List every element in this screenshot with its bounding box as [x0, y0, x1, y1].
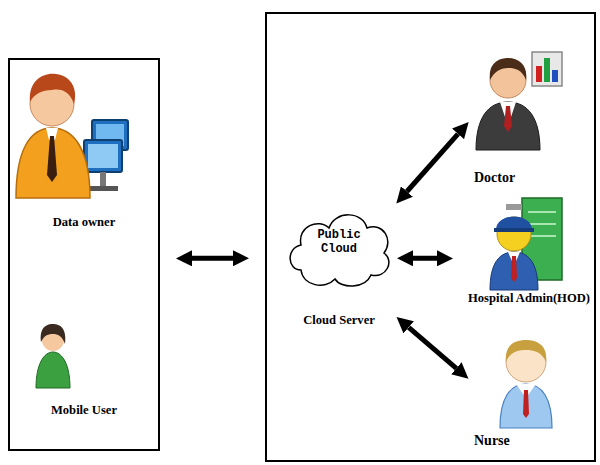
icon-part	[506, 340, 546, 362]
icon-part	[494, 228, 534, 232]
right-panel: Public CloudCloud Server DoctorHospital A…	[265, 12, 596, 462]
data-owner-icon	[16, 74, 128, 198]
icon-part	[497, 217, 531, 251]
mobile-user-icon	[36, 324, 70, 388]
actor-node: Doctor	[470, 45, 570, 190]
actor-label: Mobile User	[10, 402, 158, 418]
double-arrow	[192, 256, 233, 261]
doctor-icon	[476, 52, 562, 150]
icon-part	[544, 58, 550, 82]
hospital-admin-icon	[490, 198, 562, 290]
icon-part	[523, 390, 529, 418]
icon-part	[500, 384, 552, 428]
icon-part	[528, 223, 556, 225]
icon-part	[47, 136, 57, 182]
left-panel: Data ownerMobile User	[8, 58, 160, 451]
icon-part	[490, 252, 538, 290]
icon-part	[504, 106, 512, 132]
icon-part	[532, 52, 562, 86]
icon-part	[16, 128, 90, 198]
double-arrow	[407, 134, 458, 192]
actor-label: Data owner	[10, 214, 158, 230]
nurse-icon	[500, 340, 552, 428]
icon-part	[88, 144, 118, 168]
icon-part	[476, 102, 540, 150]
icon-part	[36, 352, 70, 388]
actor-label: Doctor	[474, 170, 515, 186]
icon-part	[506, 204, 522, 210]
icon-part	[490, 58, 527, 80]
actor-node: Mobile User	[10, 308, 158, 426]
actor-node: Data owner	[10, 68, 158, 240]
cloud-node: Public CloudCloud Server	[283, 198, 395, 338]
actor-label: Nurse	[474, 433, 510, 449]
icon-part	[528, 211, 556, 213]
icon-part	[511, 256, 517, 282]
cloud-text: Public Cloud	[309, 228, 369, 256]
icon-part	[90, 186, 118, 191]
double-arrow	[409, 327, 457, 368]
actor-node: Hospital Admin(HOD)	[455, 190, 592, 310]
icon-part	[536, 66, 542, 82]
actor-label: Hospital Admin(HOD)	[468, 290, 590, 306]
icon-part	[528, 235, 556, 237]
icon-part	[84, 140, 122, 172]
icon-part	[552, 70, 558, 82]
double-arrow	[413, 256, 437, 261]
actor-node: Nurse	[470, 330, 570, 455]
cloud-outline	[290, 215, 389, 286]
icon-part	[496, 217, 532, 231]
icon-part	[41, 324, 66, 344]
server-label: Cloud Server	[283, 312, 395, 328]
icon-part	[30, 74, 75, 104]
icon-part	[100, 172, 106, 186]
